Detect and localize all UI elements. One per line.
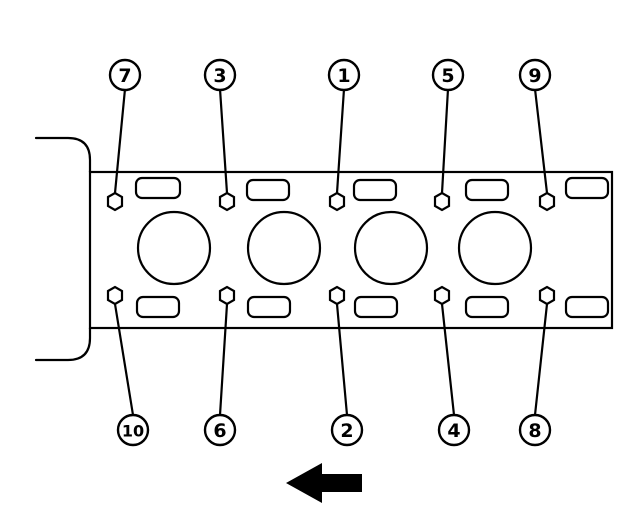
bolt-number: 6 [213, 420, 226, 442]
cylinder-bore-1 [136, 210, 212, 286]
outline-top-curve [34, 136, 92, 174]
bolt-hex [218, 191, 236, 212]
cylinder-bore-2 [246, 210, 322, 286]
coolant-slot [564, 295, 610, 319]
coolant-slot [564, 176, 610, 200]
cylinder-bore-4 [457, 210, 533, 286]
coolant-slot [464, 178, 510, 202]
cylinder-bore-3 [353, 210, 429, 286]
leader-line [440, 302, 456, 417]
bolt-number: 10 [122, 422, 144, 441]
coolant-slot [134, 176, 182, 200]
bolt-8: 8 [518, 285, 556, 447]
leader-line [218, 87, 229, 195]
bolt-10: 10 [106, 285, 150, 447]
bolt-2: 2 [328, 285, 364, 447]
bolt-7: 7 [106, 58, 142, 212]
coolant-slot [245, 178, 291, 202]
bolt-hex [328, 285, 346, 306]
bolt-number-badge: 6 [203, 413, 237, 447]
bolt-hex [433, 285, 451, 306]
arrow-left-icon [286, 463, 362, 503]
bolt-number-badge: 4 [437, 413, 471, 447]
outline-bottom-curve [34, 326, 92, 362]
leader-line [440, 87, 450, 195]
bolt-number-badge: 3 [203, 58, 237, 92]
leader-line [335, 302, 349, 417]
bolt-4: 4 [433, 285, 471, 447]
bolt-number-badge: 1 [327, 58, 361, 92]
coolant-slot [464, 295, 510, 319]
bolt-number-badge: 8 [518, 413, 552, 447]
bolt-number: 9 [528, 65, 541, 87]
bolt-number: 3 [213, 65, 226, 87]
bolt-number-badge: 10 [116, 413, 150, 447]
bolt-hex [433, 191, 451, 212]
bolt-9: 9 [518, 58, 556, 212]
leader-line [113, 87, 127, 195]
bolt-number-badge: 9 [518, 58, 552, 92]
leader-line [113, 302, 135, 417]
coolant-slot [135, 295, 181, 319]
bolt-number-badge: 7 [108, 58, 142, 92]
leader-line [218, 302, 229, 417]
bolt-number: 4 [447, 420, 460, 442]
bolt-number: 5 [441, 65, 454, 87]
coolant-slot [246, 295, 292, 319]
bolt-hex [538, 191, 556, 212]
bolt-3: 3 [203, 58, 237, 212]
bolt-5: 5 [431, 58, 465, 212]
bolt-number: 1 [337, 65, 350, 87]
bolt-1: 1 [327, 58, 361, 212]
leader-line [533, 87, 549, 195]
bolt-hex [106, 285, 124, 306]
bolt-hex [106, 191, 124, 212]
bolt-hex [538, 285, 556, 306]
coolant-slot [352, 178, 398, 202]
bolt-number: 2 [340, 420, 353, 442]
coolant-slot [353, 295, 399, 319]
bolt-number-badge: 5 [431, 58, 465, 92]
bolt-number-badge: 2 [330, 413, 364, 447]
bolt-number: 8 [528, 420, 541, 442]
leader-line [335, 87, 346, 195]
bolt-6: 6 [203, 285, 237, 447]
bolt-hex [218, 285, 236, 306]
bolt-hex [328, 191, 346, 212]
leader-line [533, 302, 549, 417]
bolt-number: 7 [118, 65, 131, 87]
